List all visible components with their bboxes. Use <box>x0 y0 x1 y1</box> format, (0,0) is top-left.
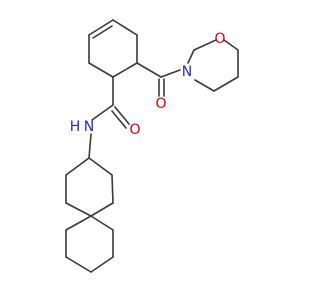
morpholine-carbonyl-chain <box>136 62 181 97</box>
bond <box>88 62 114 78</box>
bond <box>65 256 92 273</box>
bond <box>136 62 162 78</box>
bond <box>65 215 92 231</box>
bond <box>187 49 195 64</box>
bond <box>91 104 114 121</box>
bond <box>111 174 114 204</box>
amide-hydrogen-label: H <box>70 119 81 135</box>
carbonyl-oxygen-lower-label: O <box>129 122 140 138</box>
spiro-ring-system <box>65 157 114 273</box>
bond <box>88 133 92 159</box>
bond <box>112 62 138 78</box>
bond <box>90 202 114 217</box>
carbonyl-bond <box>111 110 127 129</box>
bond <box>88 157 113 176</box>
carbonyl-oxygen-upper-label: O <box>155 96 166 112</box>
bond <box>90 256 114 273</box>
carbonyl-bond <box>114 106 130 125</box>
morpholine-nitrogen-label: N <box>182 64 192 80</box>
morpholine-ring <box>187 39 239 92</box>
amide-nitrogen-label: N <box>84 119 94 135</box>
bond-layer <box>65 19 239 273</box>
bond <box>193 39 217 51</box>
bond <box>88 19 114 36</box>
bond <box>65 202 92 217</box>
cyclohexene-ring <box>88 19 138 78</box>
bond <box>112 19 138 36</box>
bond <box>90 215 114 231</box>
morpholine-oxygen-label: O <box>214 31 225 47</box>
bond <box>213 76 239 92</box>
atom-label-layer: O N O O N H <box>70 31 226 138</box>
amide-chain <box>88 76 130 159</box>
bond <box>65 157 90 176</box>
bond <box>194 79 215 92</box>
bond <box>223 39 239 51</box>
molecule-structure-diagram: O N O O N H <box>65 19 239 273</box>
bond <box>160 69 181 78</box>
double-bond-inner <box>92 25 113 39</box>
